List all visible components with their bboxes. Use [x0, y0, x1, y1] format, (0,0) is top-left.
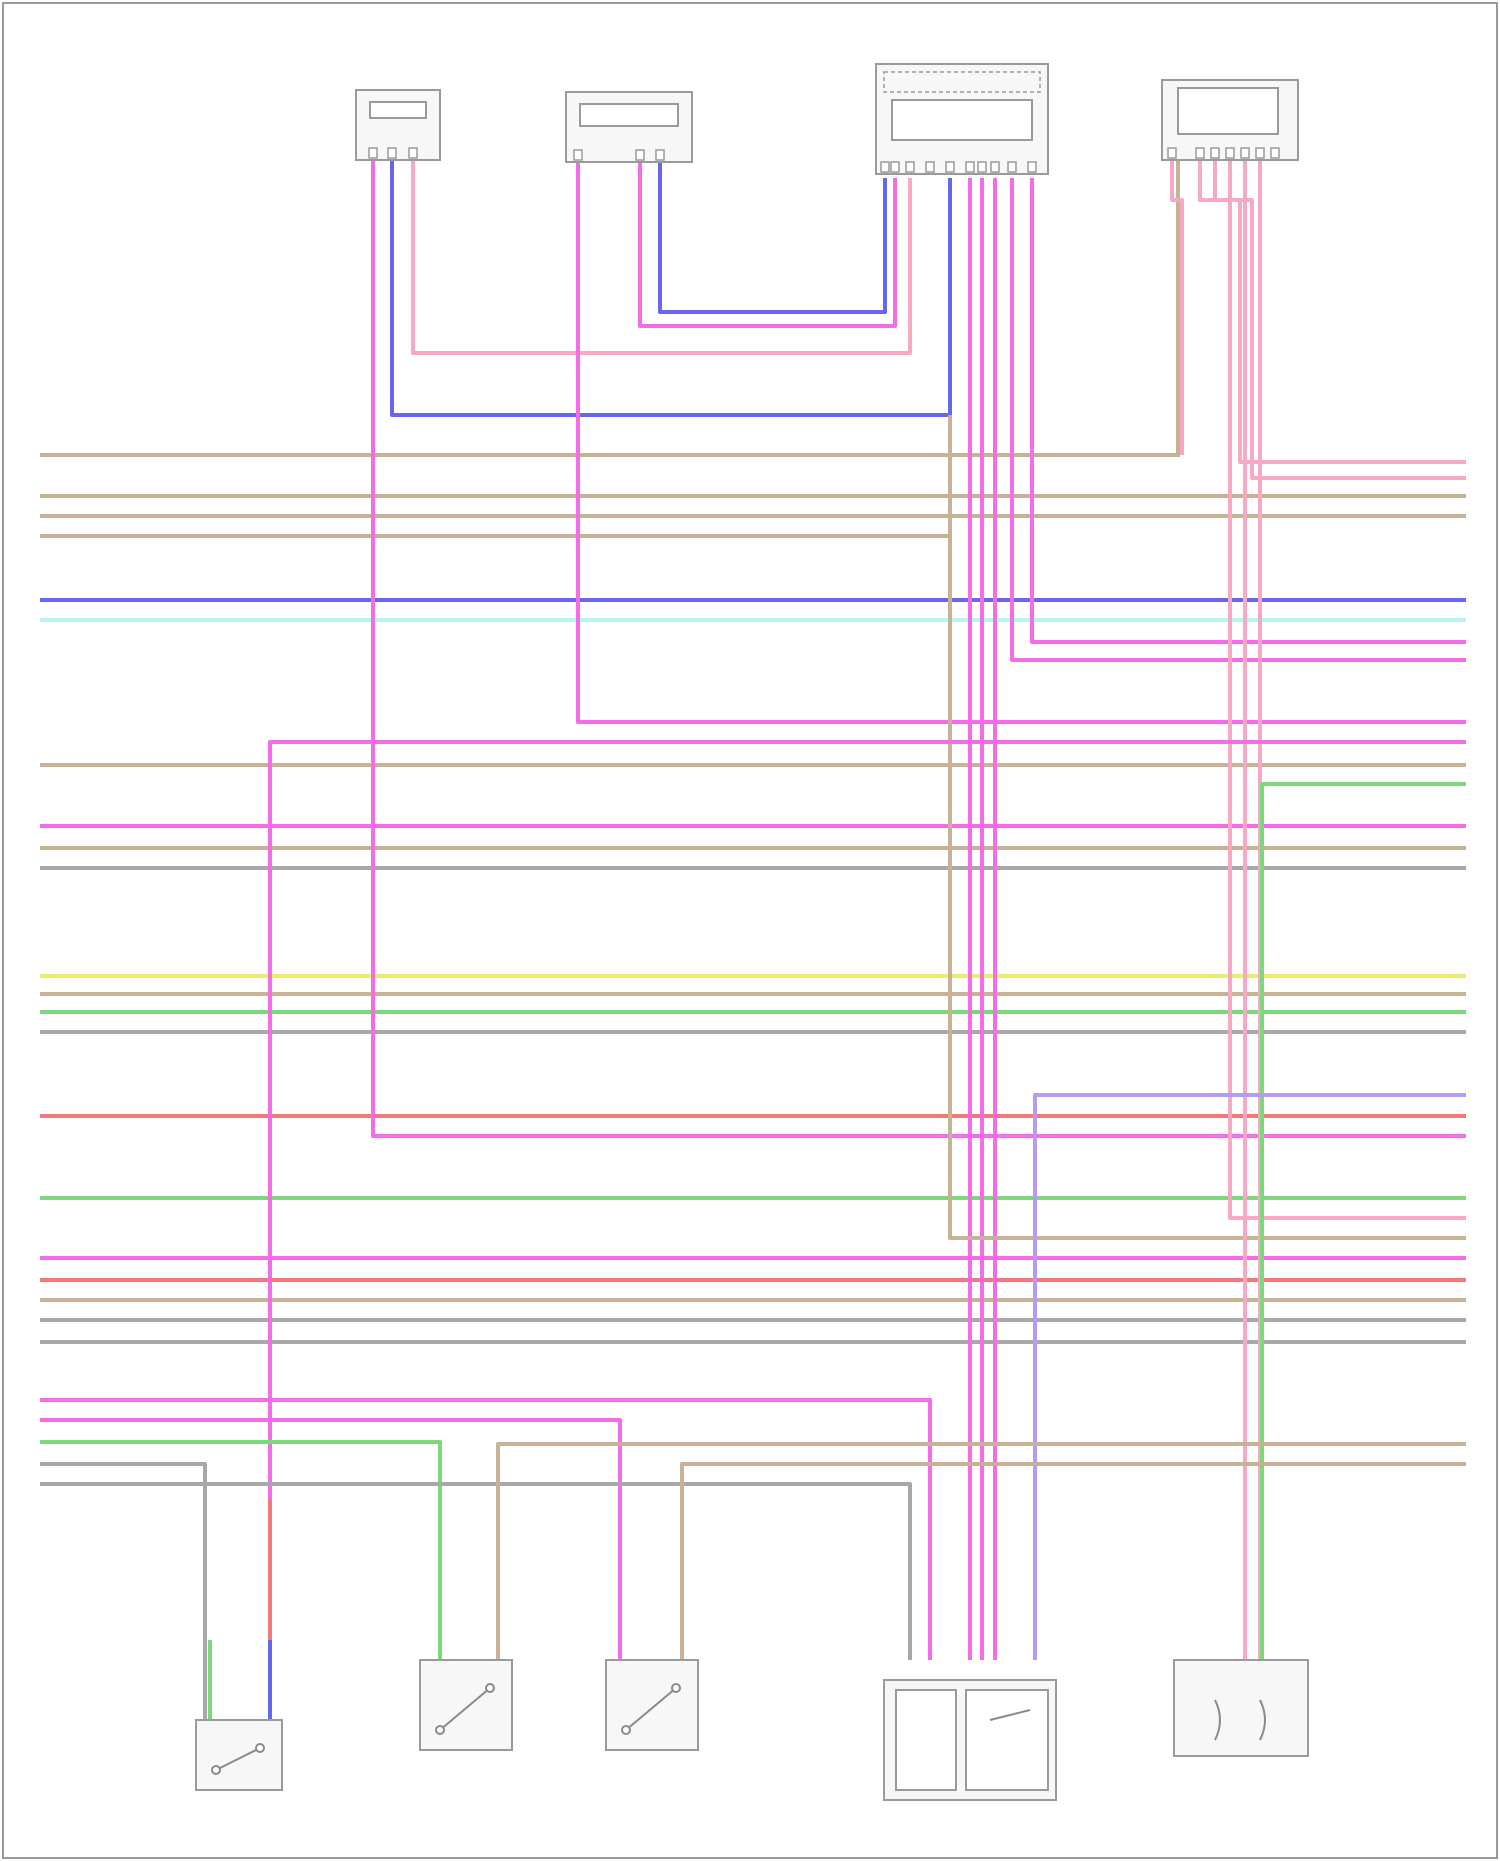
wire-sensor2-blue	[660, 150, 885, 312]
wire-c4-lp-3	[1230, 150, 1466, 1218]
top-module-3-pin-3	[906, 162, 914, 172]
top-sensor-4-pin-3	[1211, 148, 1219, 158]
bottom-switch-2	[420, 1660, 512, 1750]
wire-sensor1-blue	[392, 150, 950, 415]
bottom-module-4	[884, 1680, 1056, 1800]
top-sensor-4-pin-7	[1271, 148, 1279, 158]
top-sensor-4	[1162, 80, 1298, 160]
top-sensor-2-pin-1	[574, 150, 582, 160]
bottom-switch-3	[606, 1660, 698, 1750]
top-module-3-pin-8	[991, 162, 999, 172]
top-module-3	[876, 64, 1048, 174]
top-sensor-1-pin-1	[369, 148, 377, 158]
wire-c3-pink-5	[1032, 178, 1466, 642]
bottom-sensor-1	[196, 1720, 282, 1790]
diagram-border	[3, 3, 1497, 1858]
top-sensor-2	[566, 92, 692, 162]
top-module-3-pin-7	[978, 162, 986, 172]
wire-b-tan-2	[682, 1464, 1466, 1660]
wire-lavender-vertical	[1035, 1095, 1466, 1660]
top-module-3-pin-6	[966, 162, 974, 172]
top-module-3-pin-4	[926, 162, 934, 172]
wire-layer	[40, 150, 1466, 1720]
top-sensor-2-pin-3	[656, 150, 664, 160]
wire-green-vertical	[1262, 784, 1466, 1660]
top-module-3-pin-5	[946, 162, 954, 172]
top-sensor-2-pin-2	[636, 150, 644, 160]
top-module-3-pin-2	[891, 162, 899, 172]
wire-b-pink-2	[40, 1420, 620, 1660]
top-module-3-pin-10	[1028, 162, 1036, 172]
top-sensor-4-pin-6	[1256, 148, 1264, 158]
top-sensor-1	[356, 90, 440, 160]
top-module-3-pin-9	[1008, 162, 1016, 172]
wire-b-gray-1	[40, 1464, 205, 1720]
top-sensor-4-pin-4	[1226, 148, 1234, 158]
top-sensor-1-pin-3	[409, 148, 417, 158]
wire-b-green	[40, 1442, 440, 1660]
bottom-sensor-5	[1174, 1660, 1308, 1756]
wire-c4-lp-2	[1215, 150, 1466, 478]
wire-sensor2-pink-b	[640, 150, 895, 326]
wire-b-pink-1	[40, 1400, 930, 1660]
top-sensor-1-pin-2	[388, 148, 396, 158]
top-module-3-pin-1	[881, 162, 889, 172]
wire-b-gray-2	[40, 1484, 910, 1660]
top-sensor-4-pin-1	[1168, 148, 1176, 158]
top-sensor-4-pin-2	[1196, 148, 1204, 158]
wire-sensor2-pink-a	[578, 150, 1466, 722]
wire-c4-lp-1	[1200, 150, 1466, 462]
top-sensor-4-pin-5	[1241, 148, 1249, 158]
